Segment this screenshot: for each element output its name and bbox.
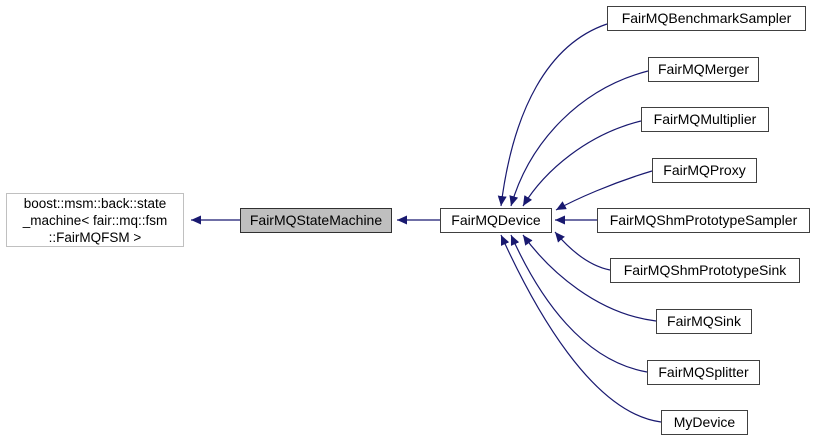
edge-benchmarksampler-to-device [497,23,608,207]
node-fairmqmerger[interactable]: FairMQMerger [648,57,759,82]
edge-proxy-to-device [555,170,653,211]
edge-splitter-to-device [510,234,648,373]
node-fairmqmultiplier[interactable]: FairMQMultiplier [641,107,769,132]
node-fairmqshmprototypesampler[interactable]: FairMQShmPrototypeSampler [597,208,810,233]
node-fairmqbenchmarksampler[interactable]: FairMQBenchmarkSampler [607,6,806,31]
node-fairmqshmprototypesink[interactable]: FairMQShmPrototypeSink [610,258,800,283]
edge-multiplier-to-device [522,120,642,207]
node-fairmqsplitter[interactable]: FairMQSplitter [647,360,760,385]
edge-sink-to-device [522,234,657,322]
node-fairmqstatemachine[interactable]: FairMQStateMachine [240,208,392,233]
edge-merger-to-device [509,70,649,207]
edge-mydevice-to-device [500,234,662,423]
node-boost-msm-state-machine: boost::msm::back::state _machine< fair::… [6,193,184,247]
edge-shmprototypesink-to-device [554,231,611,271]
node-mydevice[interactable]: MyDevice [661,410,748,435]
node-fairmqproxy[interactable]: FairMQProxy [652,158,757,183]
node-fairmqsink[interactable]: FairMQSink [656,309,752,334]
node-fairmqdevice[interactable]: FairMQDevice [440,208,552,233]
